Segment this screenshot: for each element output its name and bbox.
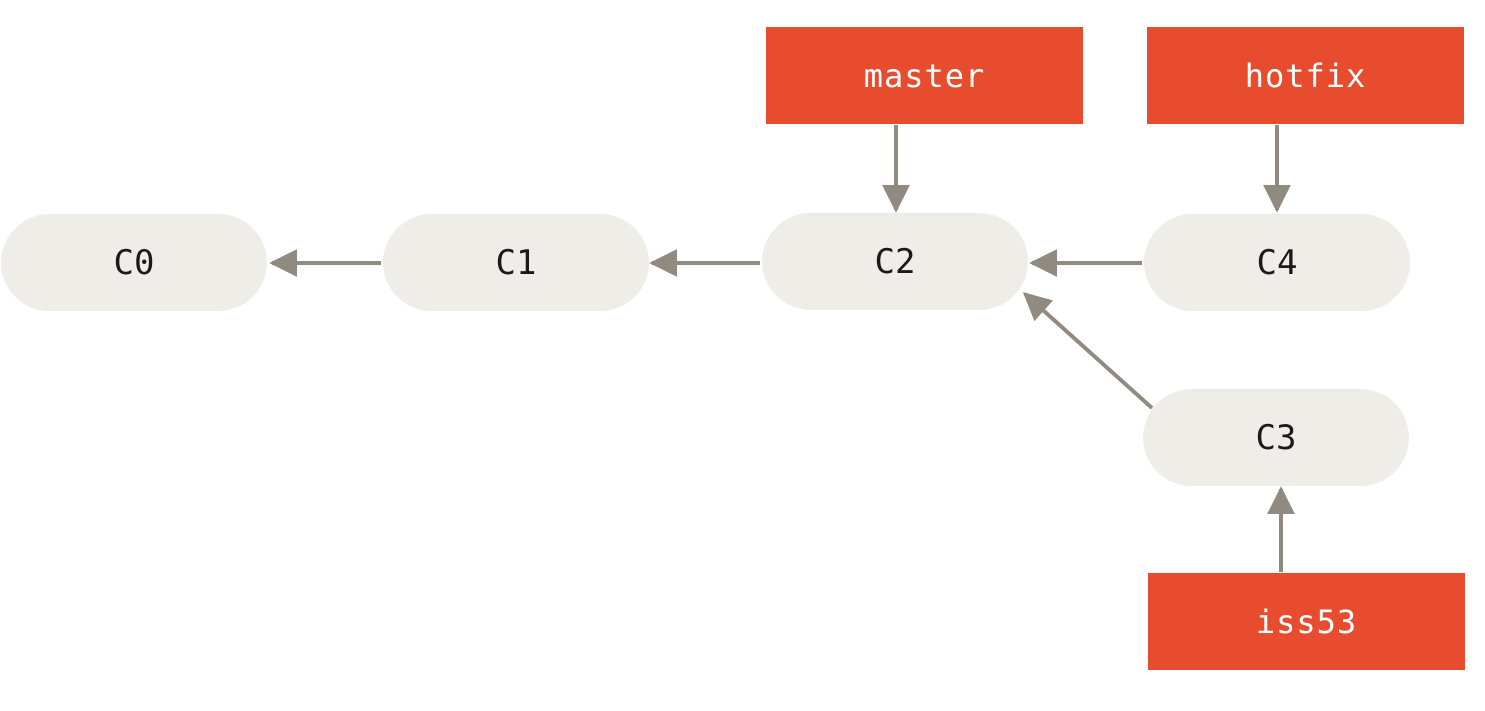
- branch-label-iss53: iss53: [1148, 573, 1465, 670]
- edge-c3-to-c2: [1022, 292, 1154, 410]
- commit-node-c1: C1: [383, 214, 649, 311]
- branch-name: master: [863, 56, 986, 95]
- commit-label: C2: [874, 241, 916, 282]
- commit-label: C3: [1255, 417, 1297, 458]
- commit-node-c2: C2: [762, 213, 1028, 310]
- commit-node-c3: C3: [1143, 389, 1409, 486]
- branch-label-master: master: [766, 27, 1083, 124]
- commit-node-c0: C0: [1, 214, 267, 311]
- branch-name: hotfix: [1244, 56, 1367, 95]
- commit-label: C0: [113, 242, 155, 283]
- commit-label: C1: [495, 242, 537, 283]
- commit-node-c4: C4: [1144, 214, 1410, 311]
- branch-label-hotfix: hotfix: [1147, 27, 1464, 124]
- commit-label: C4: [1256, 242, 1298, 283]
- branch-name: iss53: [1255, 602, 1358, 641]
